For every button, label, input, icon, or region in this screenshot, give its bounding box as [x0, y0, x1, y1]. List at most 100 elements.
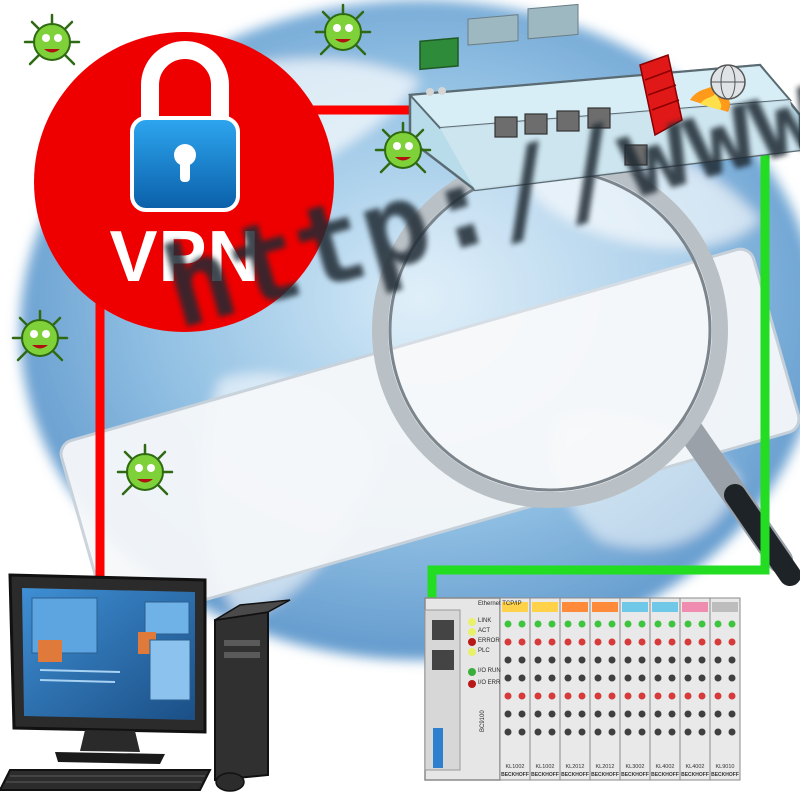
module-color-stripe	[712, 602, 738, 612]
terminal-contact	[564, 674, 572, 682]
module-brand-label: BECKHOFF	[711, 772, 739, 778]
terminal-contact	[684, 638, 692, 646]
io-module	[499, 597, 531, 781]
terminal-contact	[548, 710, 556, 718]
led-label-plc: PLC	[478, 648, 490, 654]
terminal-contact	[578, 620, 586, 628]
terminal-contact	[578, 638, 586, 646]
terminal-contact	[548, 638, 556, 646]
terminal-contact	[624, 638, 632, 646]
terminal-contact	[578, 692, 586, 700]
terminal-contact	[564, 710, 572, 718]
terminal-contact	[728, 638, 736, 646]
terminal-contact	[548, 692, 556, 700]
terminal-contact	[654, 674, 662, 682]
io-module	[709, 597, 741, 781]
terminal-contact	[698, 692, 706, 700]
terminal-contact	[728, 710, 736, 718]
terminal-contact	[594, 728, 602, 736]
terminal-contact	[564, 620, 572, 628]
io-module	[679, 597, 711, 781]
coupler-model: BC9100	[480, 710, 486, 732]
terminal-contact	[578, 656, 586, 664]
terminal-contact	[578, 710, 586, 718]
module-brand-label: BECKHOFF	[651, 772, 679, 778]
terminal-contact	[684, 728, 692, 736]
terminal-contact	[578, 728, 586, 736]
terminal-contact	[518, 674, 526, 682]
module-brand-label: BECKHOFF	[501, 772, 529, 778]
terminal-contact	[638, 692, 646, 700]
terminal-contact	[504, 638, 512, 646]
virus-icon	[374, 121, 432, 174]
terminal-contact	[714, 692, 722, 700]
terminal-contact	[714, 620, 722, 628]
terminal-contact	[518, 620, 526, 628]
module-color-stripe	[502, 602, 528, 612]
terminal-contact	[698, 620, 706, 628]
module-type-label: KL4002	[686, 764, 705, 770]
router-device	[407, 3, 800, 192]
terminal-contact	[518, 728, 526, 736]
module-type-label: KL9010	[716, 764, 735, 770]
terminal-contact	[518, 692, 526, 700]
terminal-contact	[714, 656, 722, 664]
terminal-contact	[654, 710, 662, 718]
firewall-icon	[639, 54, 731, 137]
virus-icon	[23, 13, 81, 66]
terminal-contact	[548, 656, 556, 664]
module-color-stripe	[682, 602, 708, 612]
terminal-contact	[638, 728, 646, 736]
terminal-contact	[684, 656, 692, 664]
terminal-contact	[564, 638, 572, 646]
module-type-label: KL1002	[536, 764, 555, 770]
terminal-contact	[638, 620, 646, 628]
terminal-contact	[608, 638, 616, 646]
terminal-contact	[728, 656, 736, 664]
terminal-contact	[548, 728, 556, 736]
terminal-contact	[518, 656, 526, 664]
terminal-contact	[668, 638, 676, 646]
terminal-contact	[594, 710, 602, 718]
module-brand-label: BECKHOFF	[591, 772, 619, 778]
terminal-contact	[624, 674, 632, 682]
io-module	[649, 597, 681, 781]
module-color-stripe	[562, 602, 588, 612]
vpn-label: VPN	[109, 217, 261, 297]
io-err-label: I/O ERR	[478, 680, 501, 686]
terminal-contact	[504, 710, 512, 718]
globe-icon	[710, 64, 746, 100]
terminal-contact	[608, 692, 616, 700]
terminal-contact	[668, 710, 676, 718]
terminal-contact	[504, 620, 512, 628]
terminal-contact	[534, 674, 542, 682]
terminal-contact	[608, 656, 616, 664]
terminal-contact	[594, 620, 602, 628]
terminal-contact	[728, 674, 736, 682]
terminal-contact	[698, 656, 706, 664]
terminal-contact	[668, 728, 676, 736]
io-module	[619, 597, 651, 781]
module-type-label: KL1002	[506, 764, 525, 770]
terminal-contact	[534, 710, 542, 718]
terminal-contact	[608, 674, 616, 682]
terminal-contact	[698, 638, 706, 646]
led-label-act: ACT	[478, 628, 490, 634]
terminal-contact	[534, 656, 542, 664]
module-color-stripe	[622, 602, 648, 612]
module-type-label: KL2012	[596, 764, 615, 770]
module-type-label: KL3002	[626, 764, 645, 770]
terminal-contact	[638, 674, 646, 682]
vpn-badge	[34, 32, 334, 332]
terminal-contact	[714, 710, 722, 718]
terminal-contact	[668, 692, 676, 700]
virus-icon	[11, 309, 69, 362]
terminal-contact	[534, 620, 542, 628]
terminal-contact	[624, 710, 632, 718]
status-leds	[468, 618, 476, 688]
terminal-contact	[608, 620, 616, 628]
terminal-contact	[638, 710, 646, 718]
